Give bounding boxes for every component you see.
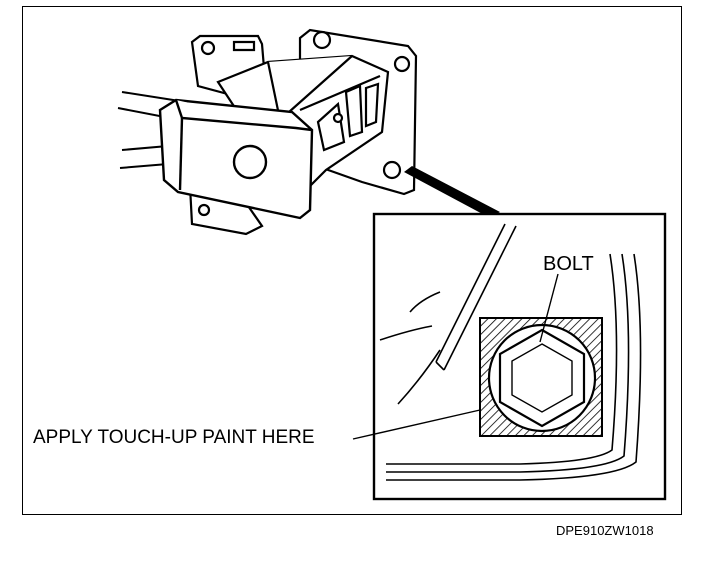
front-face-plate bbox=[158, 98, 314, 220]
touch-up-paint-callout: APPLY TOUCH-UP PAINT HERE bbox=[33, 427, 315, 448]
bolt-hole-circle bbox=[382, 160, 402, 180]
bolt-callout: BOLT bbox=[543, 253, 594, 275]
bolt-leader-line bbox=[539, 273, 559, 343]
figure-frame bbox=[22, 6, 682, 515]
detail-inset bbox=[352, 212, 667, 501]
paint-leader-line bbox=[352, 409, 481, 440]
detail-leader bbox=[404, 166, 500, 218]
bolt-hex-icon bbox=[498, 328, 586, 428]
figure-code: DPE910ZW1018 bbox=[556, 523, 654, 538]
